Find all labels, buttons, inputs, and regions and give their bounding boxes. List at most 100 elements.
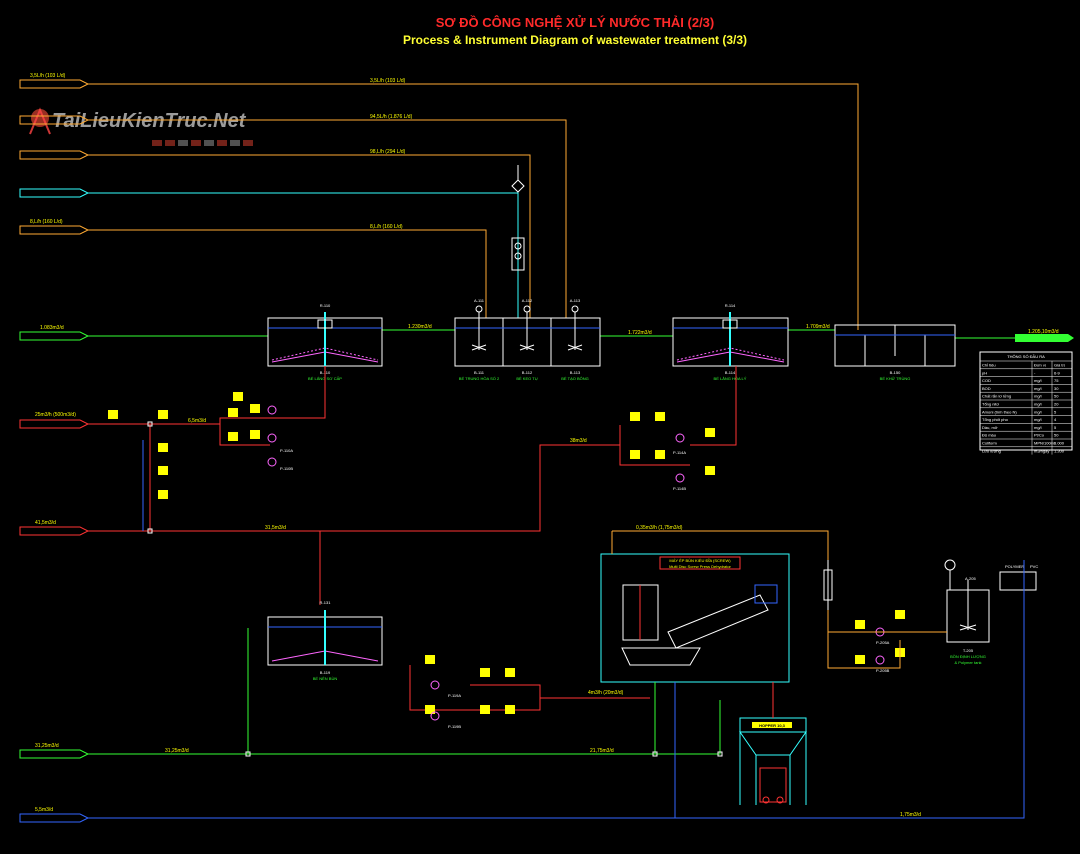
p119b-tag: P-119B (448, 724, 461, 729)
table-cell: 30 (1054, 386, 1059, 391)
r131-tag: R-131 (320, 600, 332, 605)
p110b-tag: P-110B (280, 466, 293, 471)
instrument-tag-box (480, 668, 490, 677)
t205-name: BỒN ĐỊNH LƯỢNG (950, 654, 986, 659)
flow-sludge3: 31,5m3/d (265, 525, 286, 531)
tank-b111-113: A-111 A-112 A-113 B-111 BỂ TRUNG HÒA SỐ … (454, 298, 601, 381)
instrument-tag-box (630, 412, 640, 421)
instrument-tag-box (158, 410, 168, 419)
flow-sludge1: 25m3/h (500m3/d) (35, 412, 76, 418)
table-cell: 75 (1054, 378, 1059, 383)
table-cell: Dầu, mỡ (982, 425, 998, 430)
table-cell: 50 (1054, 433, 1059, 438)
outlet-arrow (1015, 334, 1074, 342)
flow-q1: 1.230m3/d (408, 324, 432, 330)
instrument-tag-box (233, 392, 243, 401)
b150-tag: B-150 (890, 370, 901, 375)
table-cell: 5 (1054, 425, 1057, 430)
chemical-sources (19, 79, 90, 823)
flow-outlet: 1.205,10m3/d (1028, 329, 1059, 335)
b114-tag: B-114 (725, 370, 736, 375)
polymer-tank-t205: A-205 T-205 BỒN ĐỊNH LƯỢNG & Polymer tan… (875, 559, 1038, 673)
table-cell: Lưu lượng (982, 448, 1001, 453)
table-cell: mg/l (1034, 386, 1042, 391)
table-cell: 4 (1054, 417, 1057, 422)
instrument-tag-box (705, 466, 715, 475)
table-cell: Coliform (982, 441, 998, 446)
tank-b114: R-114 B-114 BỂ LẮNG HÓA LÝ (672, 303, 789, 381)
pumps-p114: P-114A P-114B (673, 433, 686, 491)
b112-tag: B-112 (522, 370, 533, 375)
table-cell: MPN/100ml (1034, 441, 1055, 446)
table-cell: Pt/Co (1034, 433, 1045, 438)
flow-c1: 31,25m3/d (35, 743, 59, 749)
t205-sub: & Polymer tank (954, 660, 981, 665)
title-vi: SƠ ĐỒ CÔNG NGHỆ XỬ LÝ NƯỚC THẢI (2/3) (436, 15, 715, 30)
instrument-tag-box (505, 705, 515, 714)
return-lines (88, 440, 1025, 819)
b150-name: BỂ KHỬ TRÙNG (880, 376, 911, 381)
tank-b119: R-131 B-119 BỂ NÉN BÙN (267, 600, 383, 681)
instrument-tag-box (425, 705, 435, 714)
a111-tag: A-111 (474, 298, 485, 303)
press-name: MÁY ÉP BÙN KIỂU ĐĨA (SCREW) (669, 558, 731, 563)
hopper-tag: HOPPER 10,3 (759, 723, 786, 728)
instrument-tag-box (250, 404, 260, 413)
instrument-tag-box (630, 450, 640, 459)
b114-name: BỂ LẮNG HÓA LÝ (714, 376, 747, 381)
table-cell: m3/ngày (1034, 448, 1049, 453)
watermark-logo: TaiLieuKienTruc.Net (29, 107, 253, 146)
table-cell: Độ màu (982, 433, 996, 438)
instrument-tag-box (895, 610, 905, 619)
flow-top1: 3,5L/h (103 L/d) (30, 73, 66, 79)
instrument-tag-box (158, 466, 168, 475)
table-cell: 20 (1054, 402, 1059, 407)
instrument-tag-box (158, 443, 168, 452)
flow-r2: 38m3/d (570, 438, 587, 444)
table-cell: mg/l (1034, 425, 1042, 430)
b119-name: BỂ NÉN BÙN (313, 676, 338, 681)
b111-name: BỂ TRUNG HÒA SỐ 2 (459, 376, 500, 381)
flow-r1: 6,5m3/d (188, 418, 206, 424)
table-cell: 1.200 (1054, 448, 1065, 453)
table-cell: mg/l (1034, 402, 1042, 407)
flow-top3: 98,L/h (294 L/d) (370, 149, 406, 155)
flow-top2: 94,5L/h (1.876 L/d) (370, 114, 413, 120)
table-col-header: Chỉ tiêu (982, 363, 996, 368)
p205b-tag: P-205B (876, 668, 890, 673)
instrument-tag-box (108, 410, 118, 419)
flow-top4: 8,L/h (160 L/d) (370, 224, 403, 230)
table-cell: 3.000 (1054, 441, 1065, 446)
flow-top1b: 3,5L/h (103 L/d) (370, 78, 406, 84)
flow-q2: 1.722m3/d (628, 330, 652, 336)
a205-tag: A-205 (965, 576, 976, 581)
table-cell: Tổng phốt pho (982, 417, 1009, 422)
t205-tag: T-205 (963, 648, 974, 653)
table-cell: 5 (1054, 409, 1057, 414)
flow-top4-src: 8,L/h (160 L/d) (30, 219, 63, 225)
instrument-tag-box (855, 655, 865, 664)
table-cell: 6-9 (1054, 370, 1061, 375)
b110-r-tag: R-110 (320, 303, 331, 308)
pumps-p110: P-110A P-110B (267, 405, 293, 471)
instrument-tag-box (228, 408, 238, 417)
table-cell: COD (982, 378, 991, 383)
sludge-hopper: HOPPER 10,3 (739, 682, 807, 805)
instrument-tag-box (855, 620, 865, 629)
pvc-tag: PVC (1030, 564, 1038, 569)
p114a-tag: P-114A (673, 450, 686, 455)
flow-a1: 0,35m3/h (1,75m3/d) (636, 525, 683, 531)
table-cell: Amoni (tính theo N) (982, 409, 1017, 414)
instrument-tag-box (655, 450, 665, 459)
flow-c3: 21,75m3/d (590, 748, 614, 754)
table-cell: BOD (982, 386, 991, 391)
table-cell: pH (982, 370, 987, 375)
instrument-tag-box (228, 432, 238, 441)
instrument-tag-box (655, 412, 665, 421)
junction-nodes (147, 421, 723, 757)
table-col-header: Giá trị (1054, 363, 1065, 368)
instrument-tag-box (505, 668, 515, 677)
flow-c2: 31,25m3/d (165, 748, 189, 754)
